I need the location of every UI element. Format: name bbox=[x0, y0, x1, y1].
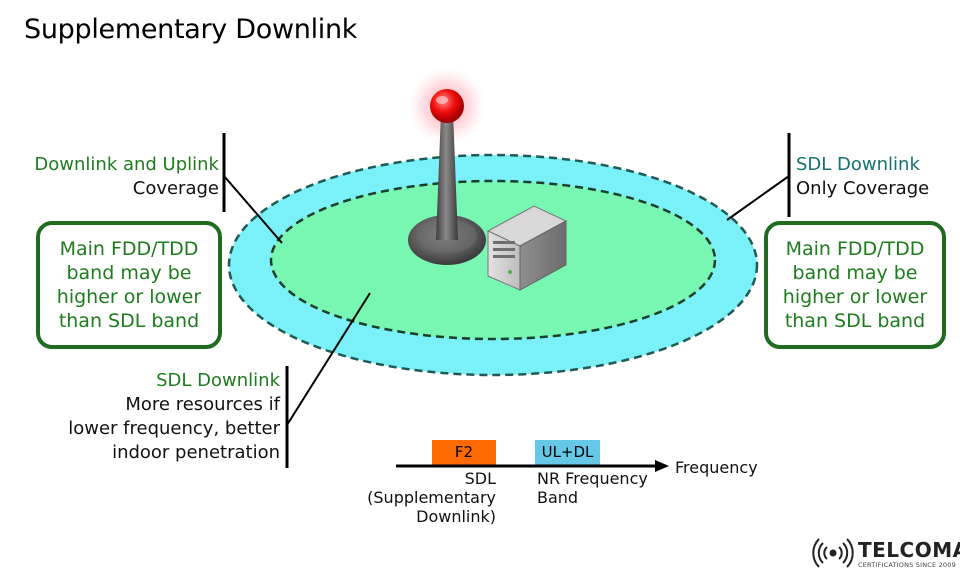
ul-dl-band-block bbox=[535, 440, 600, 465]
right-label-pointer bbox=[726, 175, 790, 221]
left-box-line: band may be bbox=[66, 262, 192, 284]
left-coverage-label-line2: Coverage bbox=[132, 178, 219, 199]
antenna-tower-icon bbox=[408, 67, 486, 265]
sdl-caption-line: SDL bbox=[464, 469, 496, 488]
server-icon bbox=[486, 205, 568, 291]
bottom-label-pointer bbox=[286, 292, 371, 426]
frequency-axis-label: Frequency bbox=[675, 458, 758, 477]
nr-caption-line: NR Frequency bbox=[537, 469, 648, 488]
right-coverage-label-line1: SDL Downlink bbox=[796, 154, 920, 175]
sdl-downlink-label-line3: lower frequency, better bbox=[68, 418, 280, 439]
left-box-line: Main FDD/TDD bbox=[59, 238, 199, 260]
signal-waves-icon bbox=[812, 538, 854, 568]
sdl-caption-line: Downlink) bbox=[416, 507, 496, 526]
logo-name: TELCOMA bbox=[858, 538, 960, 562]
right-info-box: Main FDD/TDD band may be higher or lower… bbox=[764, 221, 946, 349]
axis-arrow-icon bbox=[655, 460, 669, 472]
spectrum-axis bbox=[396, 440, 669, 472]
right-coverage-label-line2: Only Coverage bbox=[796, 178, 930, 199]
nr-caption-line: Band bbox=[537, 488, 579, 507]
right-box-line: band may be bbox=[792, 262, 918, 284]
sdl-downlink-label-line4: indoor penetration bbox=[112, 442, 280, 463]
right-box-line: Main FDD/TDD bbox=[785, 238, 925, 260]
left-box-line: than SDL band bbox=[58, 310, 200, 332]
sdl-caption-line: (Supplementary bbox=[367, 488, 496, 507]
f2-band-block bbox=[432, 440, 496, 465]
ul-dl-band-label: UL+DL bbox=[541, 443, 594, 461]
right-box-line: higher or lower bbox=[782, 286, 928, 308]
nr-caption: NR Frequency Band bbox=[537, 469, 648, 507]
f2-band-label: F2 bbox=[454, 443, 474, 461]
logo-tagline: CERTIFICATIONS SINCE 2009 bbox=[858, 561, 956, 569]
left-coverage-label-line1: Downlink and Uplink bbox=[34, 154, 219, 175]
left-label-pointer bbox=[223, 175, 283, 244]
sdl-caption: SDL (Supplementary Downlink) bbox=[367, 469, 496, 526]
left-box-line: higher or lower bbox=[56, 286, 202, 308]
left-coverage-label: Downlink and Uplink Coverage bbox=[34, 153, 219, 201]
sdl-downlink-label-line2: More resources if bbox=[125, 394, 280, 415]
left-info-box: Main FDD/TDD band may be higher or lower… bbox=[36, 221, 222, 349]
page-title: Supplementary Downlink bbox=[24, 14, 358, 45]
sdl-downlink-label: SDL Downlink More resources if lower fre… bbox=[68, 369, 280, 465]
right-box-line: than SDL band bbox=[784, 310, 926, 332]
sdl-downlink-label-line1: SDL Downlink bbox=[156, 370, 280, 391]
right-coverage-label: SDL Downlink Only Coverage bbox=[796, 153, 929, 201]
